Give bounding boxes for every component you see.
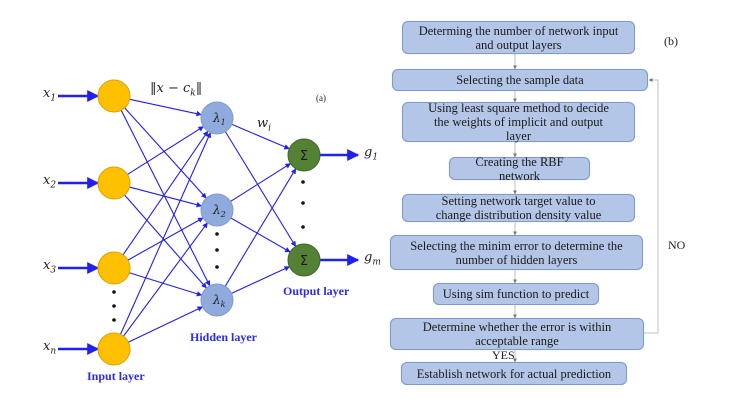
input-label-4: xn xyxy=(43,339,56,357)
panel-b-tag: (b) xyxy=(664,34,678,48)
sigma-icon: Σ xyxy=(300,254,308,269)
ellipsis-dot xyxy=(112,318,116,322)
edge-input-1-hidden-3 xyxy=(120,110,211,287)
flow-step-create-rbf: Creating the RBF network xyxy=(449,155,590,183)
output-label-sub: m xyxy=(372,257,381,268)
input-label-main: x xyxy=(43,86,51,101)
edge-input-1-hidden-2 xyxy=(124,107,207,199)
output-node-1 xyxy=(287,138,321,172)
distance-label-sub: k xyxy=(190,88,196,99)
weight-label: wi xyxy=(257,116,271,134)
distance-label: ‖x − ck‖ xyxy=(150,81,202,99)
yes-branch-label: YES xyxy=(492,348,515,362)
ellipsis-dot xyxy=(215,265,219,269)
input-node-2 xyxy=(97,166,131,200)
flowchart-connectors xyxy=(513,54,659,363)
hidden-node-sub: k xyxy=(221,300,226,309)
edge-input-4-hidden-1 xyxy=(120,132,211,335)
output-label-sub: 1 xyxy=(372,152,379,163)
distance-label-close: ‖ xyxy=(195,81,203,96)
edge-input-2-hidden-2 xyxy=(129,186,203,208)
edge-input-3-hidden-2 xyxy=(127,217,204,261)
output-label-2: gm xyxy=(364,250,381,268)
input-label-sub: 3 xyxy=(50,265,57,276)
input-label-2: x2 xyxy=(43,173,56,191)
edge-input-2-hidden-1 xyxy=(127,126,204,175)
hidden-node-sub: 1 xyxy=(221,118,226,127)
output-node-2 xyxy=(287,243,321,277)
no-branch-label: NO xyxy=(668,238,686,252)
input-label-main: x xyxy=(43,339,51,354)
flow-step-minim-error: Selecting the minim error to determine t… xyxy=(390,235,643,270)
output-label-main: g xyxy=(364,250,373,265)
input-label-main: x xyxy=(43,173,51,188)
input-label-sub: 1 xyxy=(50,93,57,104)
sigma-icon: Σ xyxy=(300,149,308,164)
flow-step-least-square: Using least square method to decide the … xyxy=(402,101,635,143)
feedback-loop-arrow xyxy=(644,78,659,334)
ellipsis-dot xyxy=(215,232,219,236)
flow-step-sim-predict: Using sim function to predict xyxy=(433,283,599,305)
network-edges xyxy=(58,90,360,355)
input-layer-label: Input layer xyxy=(87,369,145,383)
edge-hidden-2-output-1 xyxy=(230,163,291,202)
input-label-main: x xyxy=(43,258,51,273)
edge-input-2-hidden-3 xyxy=(124,194,207,289)
flow-step-establish: Establish network for actual prediction xyxy=(401,362,627,385)
edge-input-4-hidden-2 xyxy=(123,222,208,337)
input-node-1 xyxy=(97,79,131,113)
hidden-node-sub: 2 xyxy=(220,210,226,219)
input-label-sub: 2 xyxy=(50,180,57,191)
ellipsis-dot xyxy=(112,304,116,308)
edge-hidden-3-output-2 xyxy=(231,266,290,294)
edge-input-3-hidden-3 xyxy=(129,272,203,297)
edge-input-1-hidden-1 xyxy=(129,98,202,117)
input-label-1: x1 xyxy=(43,86,56,104)
ellipsis-dot xyxy=(112,290,116,294)
hidden-layer-label: Hidden layer xyxy=(190,330,258,344)
input-label-sub: n xyxy=(50,346,57,357)
ellipsis-dot xyxy=(301,201,305,205)
ellipsis-dot xyxy=(301,225,305,229)
input-node-3 xyxy=(97,251,131,285)
edge-input-3-hidden-1 xyxy=(122,130,209,256)
edge-hidden-3-output-1 xyxy=(224,168,297,287)
flow-step-set-target: Setting network target value to change d… xyxy=(402,194,635,222)
output-label-main: g xyxy=(364,145,373,160)
hidden-node-1 xyxy=(200,101,234,135)
weight-label-main: w xyxy=(257,116,269,131)
ellipsis-dot xyxy=(301,180,305,184)
output-label-1: g1 xyxy=(364,145,378,163)
flow-step-check-error: Determine whether the error is within ac… xyxy=(390,318,644,350)
distance-label-main: ‖x − c xyxy=(150,81,191,96)
hidden-node-3 xyxy=(200,283,234,317)
output-layer-label: Output layer xyxy=(283,284,350,298)
edge-hidden-1-output-1 xyxy=(231,123,290,150)
edge-hidden-2-output-2 xyxy=(230,217,291,253)
hidden-node-2 xyxy=(200,193,234,227)
ellipsis-dot xyxy=(215,248,219,252)
edge-input-4-hidden-3 xyxy=(128,306,204,343)
input-label-3: x3 xyxy=(43,258,56,276)
flow-step-select-sample: Selecting the sample data xyxy=(392,69,648,91)
input-node-4 xyxy=(97,332,131,366)
edge-hidden-1-output-2 xyxy=(224,131,297,247)
weight-label-sub: i xyxy=(268,123,272,134)
panel-a-tag: (a) xyxy=(316,93,326,103)
flow-step-determine-layers: Determing the number of network input an… xyxy=(402,21,635,54)
